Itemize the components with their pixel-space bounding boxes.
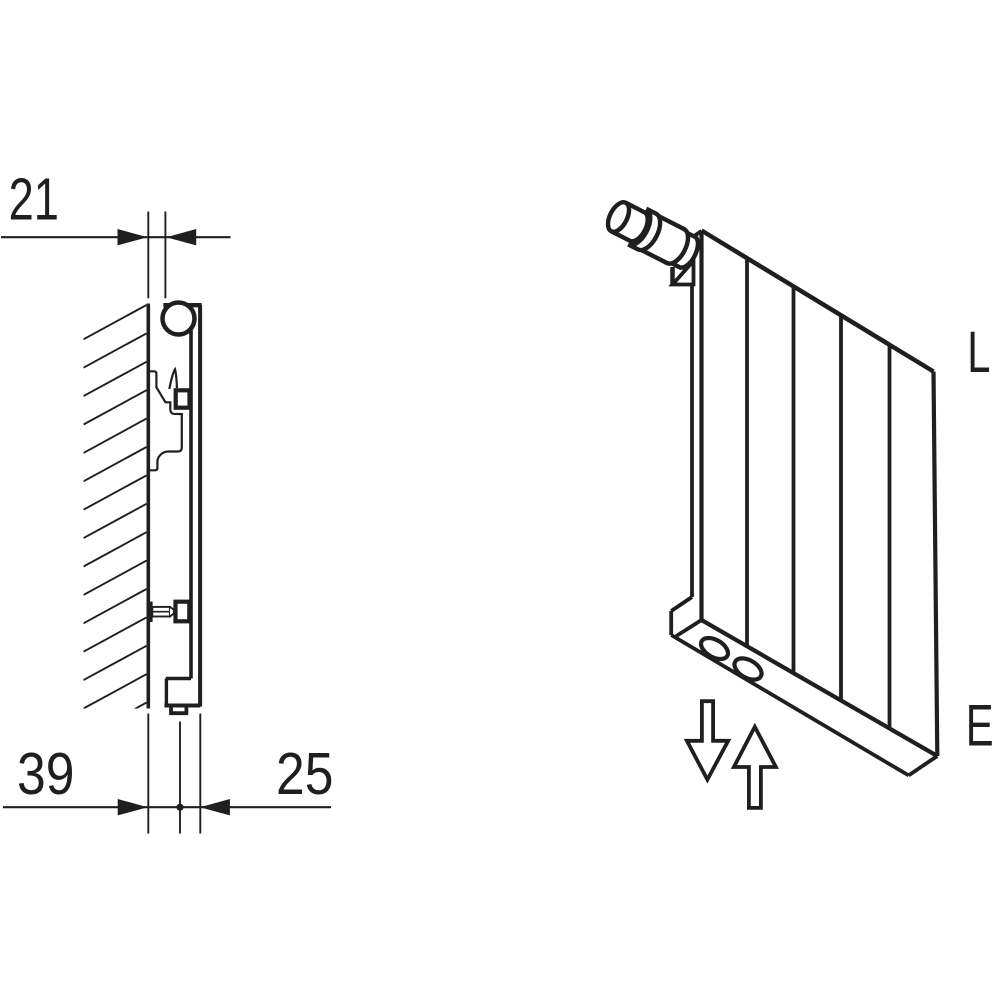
svg-text:L: L [967,319,990,384]
svg-text:E: E [966,693,994,758]
svg-text:25: 25 [276,741,333,807]
svg-text:21: 21 [9,167,59,233]
svg-text:39: 39 [17,741,74,807]
